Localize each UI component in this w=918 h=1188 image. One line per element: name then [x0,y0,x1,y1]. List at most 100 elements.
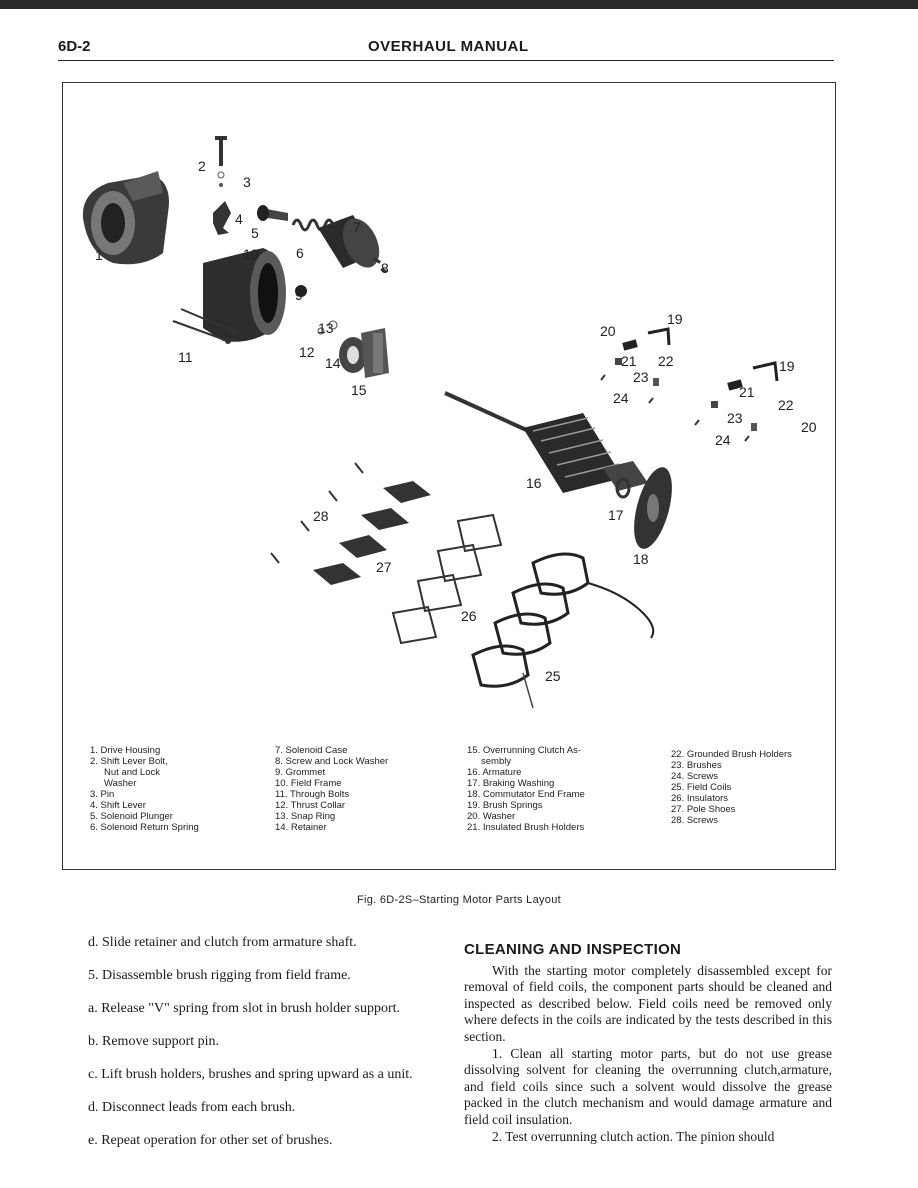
legend-item: 13. Snap Ring [275,811,336,822]
callout-13: 13 [318,320,334,336]
callout-21b: 21 [739,384,755,400]
page-number: 6D-2 [58,38,91,55]
callout-19: 19 [667,311,683,327]
callout-8: 8 [381,260,389,276]
callout-2: 2 [198,158,206,174]
figure-caption: Fig. 6D-2S–Starting Motor Parts Layout [357,894,561,906]
legend-item: 9. Grommet [275,767,326,778]
callout-12: 12 [299,344,315,360]
callout-4: 4 [235,211,243,227]
legend-column-2: 7. Solenoid Case 8. Screw and Lock Washe… [275,745,388,833]
legend-item: 25. Field Coils [671,782,732,793]
callout-23b: 23 [727,410,743,426]
legend-item: 10. Field Frame [275,778,342,789]
callout-15: 15 [351,382,367,398]
instruction-step: d. Disconnect leads from each brush. [88,1100,296,1115]
callout-28: 28 [313,508,329,524]
legend-item: 24. Screws [671,771,718,782]
end-frame-illustration [615,467,672,549]
callout-22: 22 [658,353,674,369]
legend-item: sembly [481,756,512,767]
legend-item: 16. Armature [467,767,522,778]
legend-item: 3. Pin [90,789,115,800]
legend-item: 26. Insulators [671,793,729,804]
callout-17: 17 [608,507,624,523]
callout-24: 24 [613,390,629,406]
legend-item: 22. Grounded Brush Holders [671,749,792,760]
figure-frame: 1 2 3 4 5 6 7 8 9 10 11 12 13 14 15 16 1… [62,82,836,870]
manual-title: OVERHAUL MANUAL [368,38,529,55]
body-paragraph: 1. Clean all starting motor parts, but d… [464,1045,832,1127]
solenoid-illustration [291,215,388,274]
field-coils-illustration [471,552,655,709]
legend-item: 19. Brush Springs [467,800,543,811]
callout-10: 10 [243,246,259,262]
legend-item: 5. Solenoid Plunger [90,811,173,822]
through-bolts-illustration [172,308,236,344]
instruction-step: d. Slide retainer and clutch from armatu… [88,935,357,950]
legend-item: 1. Drive Housing [90,745,161,756]
legend-item: 21. Insulated Brush Holders [467,822,585,833]
legend-item: 12. Thrust Collar [275,800,346,811]
callout-1: 1 [95,247,103,263]
instruction-step: a. Release "V" spring from slot in brush… [88,1001,400,1016]
pole-shoes-illustration [270,462,431,585]
legend-item: 18. Commutator End Frame [467,789,585,800]
legend-item: 6. Solenoid Return Spring [90,822,199,833]
legend-item: 11. Through Bolts [275,789,350,800]
legend-item: 8. Screw and Lock Washer [275,756,389,767]
body-paragraph: With the starting motor completely disas… [464,962,832,1044]
instruction-step: c. Lift brush holders, brushes and sprin… [88,1067,413,1082]
callout-19b: 19 [779,358,795,374]
clutch-illustration [317,320,389,378]
legend-column-1: 1. Drive Housing 2. Shift Lever Bolt, Nu… [90,745,199,833]
legend-item: 14. Retainer [275,822,327,833]
callout-18: 18 [633,551,649,567]
brush-rigging-illustration [600,327,779,442]
legend-column-3: 15. Overrunning Clutch As- sembly 16. Ar… [467,745,585,833]
callout-22b: 22 [778,397,794,413]
instruction-step: 5. Disassemble brush rigging from field … [88,968,351,983]
legend-item: Nut and Lock [104,767,160,778]
armature-illustration [444,391,669,495]
exploded-parts-diagram: 1 2 3 4 5 6 7 8 9 10 11 12 13 14 15 16 1… [82,136,817,709]
callout-7: 7 [353,219,361,235]
callout-27: 27 [376,559,392,575]
legend-item: 4. Shift Lever [90,800,146,811]
legend-item: 15. Overrunning Clutch As- [467,745,582,756]
callout-5: 5 [251,225,259,241]
field-frame-illustration [203,248,307,342]
shift-lever-parts [213,136,288,235]
callout-14: 14 [325,355,341,371]
legend-item: 20. Washer [467,811,516,822]
callout-3: 3 [243,174,251,190]
section-heading: CLEANING AND INSPECTION [464,941,682,958]
callout-23: 23 [633,369,649,385]
legend-item: Washer [104,778,137,789]
legend-column-4: 22. Grounded Brush Holders 23. Brushes 2… [671,749,792,826]
callout-20b: 20 [801,419,817,435]
callout-20: 20 [600,323,616,339]
right-text-column: CLEANING AND INSPECTION With the startin… [464,941,832,1145]
legend-item: 27. Pole Shoes [671,804,736,815]
instruction-step: b. Remove support pin. [88,1034,220,1049]
legend-item: 17. Braking Washing [467,778,555,789]
legend-item: 2. Shift Lever Bolt, [90,756,168,767]
callout-9: 9 [295,287,303,303]
page-header: 6D-2 OVERHAUL MANUAL [58,36,834,61]
callout-16: 16 [526,475,542,491]
callout-11: 11 [178,349,193,365]
callout-25: 25 [545,668,561,684]
legend-item: 7. Solenoid Case [275,745,348,756]
top-rule [0,0,918,9]
insulators-illustration [391,513,503,645]
callout-24b: 24 [715,432,731,448]
legend-item: 28. Screws [671,815,718,826]
drive-housing-illustration [82,171,169,265]
instruction-step: e. Repeat operation for other set of bru… [88,1133,333,1148]
body-paragraph: 2. Test overrunning clutch action. The p… [492,1128,775,1144]
left-text-column: d. Slide retainer and clutch from armatu… [60,934,432,1165]
callout-21: 21 [621,353,637,369]
callout-6: 6 [296,245,304,261]
legend-item: 23. Brushes [671,760,722,771]
